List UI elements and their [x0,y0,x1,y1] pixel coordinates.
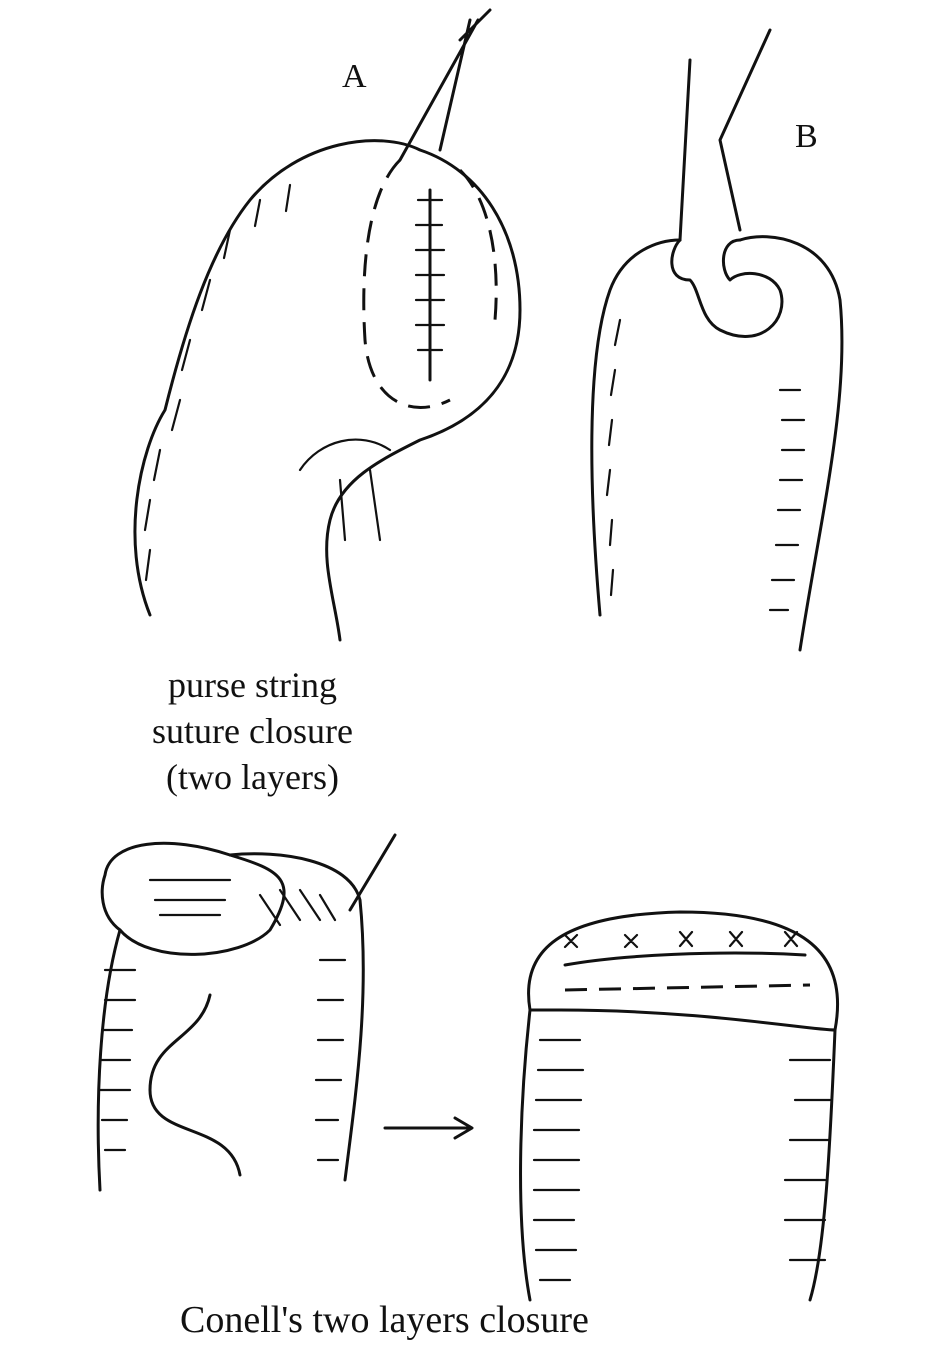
panel-a-label: A [342,58,367,95]
panel-b-label: B [795,118,818,155]
bottom-caption: Conell's two layers closure [180,1299,589,1341]
top-caption-line-2: suture closure [152,711,353,751]
arrow-icon [383,1116,474,1140]
top-caption-line-1: purse string [168,665,337,705]
conell-before-drawing [96,833,397,1192]
panel-b-drawing [590,28,844,652]
top-caption: purse string suture closure (two layers) [120,662,385,800]
conell-after-drawing [519,910,840,1302]
panel-a-drawing [133,8,522,642]
top-caption-line-3: (two layers) [166,757,339,797]
